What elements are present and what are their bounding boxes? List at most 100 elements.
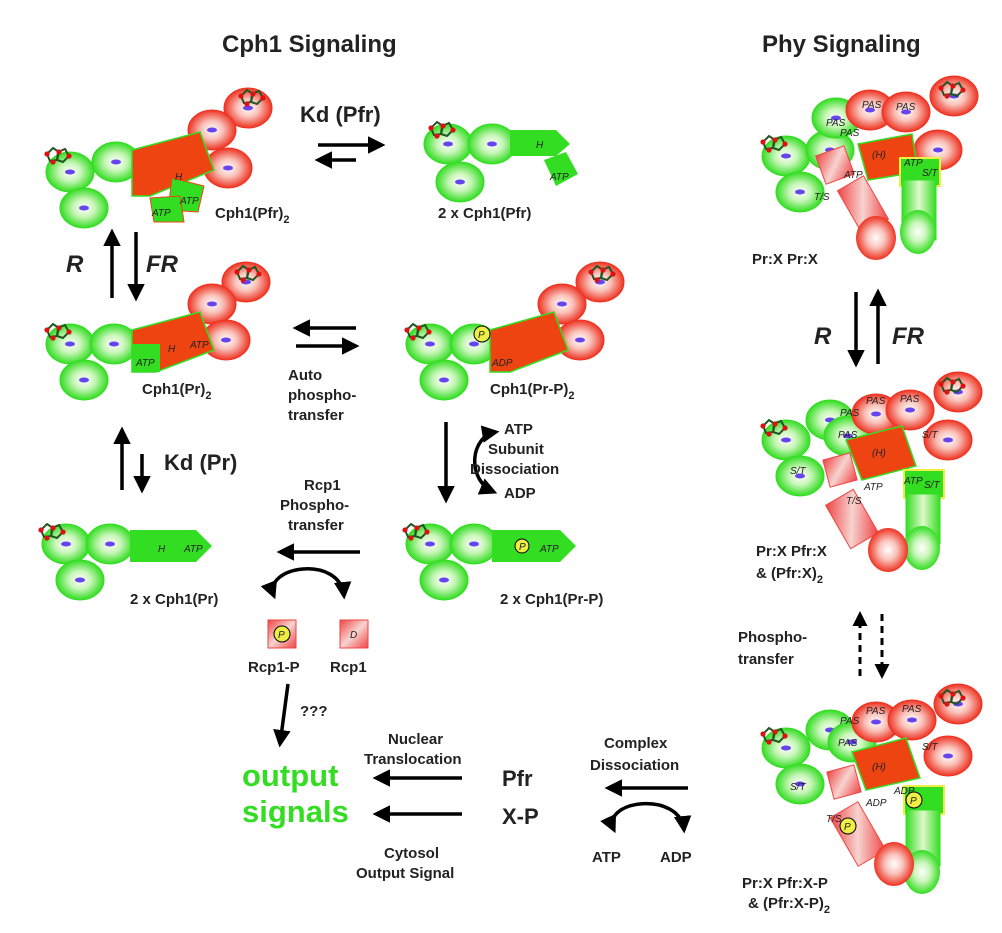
atp-label: ATP [183,544,203,555]
phy-far-red-label: FR [892,323,925,350]
output-xp: X-P [502,804,539,829]
h-label: H [168,344,176,355]
rcp1-illustration: D [339,619,369,649]
output-line2: signals [242,794,349,829]
cph1-pfr-monomer-illustration: H ATP [423,121,578,203]
pas-label: PAS [902,704,922,715]
pas-label: PAS [896,102,916,113]
dissociation-label: Dissociation [470,461,559,478]
atp-label: ATP [539,544,559,555]
st-label: S/T [922,742,938,753]
atp-label: ATP [549,172,569,183]
atp-label: ATP [135,358,155,369]
atp-label: ATP [179,196,199,207]
cph1-pfr-dimer-illustration: H ATP ATP [43,87,273,229]
pas-label: PAS [840,716,860,727]
st-label: S/T [924,480,940,491]
atp-label: ATP [843,170,863,181]
ts-label: T/S [826,814,842,825]
h-label: H [175,172,183,183]
output-signal-label: Output Signal [356,865,454,882]
pas-label: PAS [866,706,886,717]
phospho-p-label: P [478,330,485,341]
complex-dissoc-label: Dissociation [590,757,679,774]
auto-line3: transfer [288,407,344,424]
phy-prx-illustration: PAS PAS PAS PAS (H) ATP ATP S/T T/S [759,75,979,260]
cph1-prp-monomer-illustration: P ATP [401,523,576,601]
phy-red-label: R [814,323,832,350]
st-label: S/T [922,430,938,441]
phospho-line2: transfer [738,651,794,668]
phy-pfrx-line2: & (Pfr:X)2 [756,565,823,586]
phy-pfrx-illustration: PAS PAS PAS PAS (H) S/T S/T ATP ATP S/T … [759,371,983,572]
phy-prx-label: Pr:X Pr:X [752,251,818,268]
output-line1: output [242,758,338,793]
cph1-prp-dimer-illustration: P ADP [403,261,625,401]
rcp1-p-label: Rcp1-P [248,659,300,676]
st-label: S/T [922,168,938,179]
far-red-light-label: FR [146,251,179,278]
rcp1-d-label: D [350,630,357,641]
rcp1-line2: Phospho- [280,497,349,514]
st-label: S/T [790,466,806,477]
phospho-p-label: P [910,796,917,807]
cph1-title: Cph1 Signaling [222,31,397,58]
auto-line2: phospho- [288,387,356,404]
pas-label: PAS [900,394,920,405]
kd-pfr-label: Kd (Pfr) [300,102,381,127]
rcp1-line1: Rcp1 [304,477,341,494]
kd-pr-label: Kd (Pr) [164,450,237,475]
h-label: H [536,140,544,151]
phy-adp-label: ADP [660,849,692,866]
auto-line1: Auto [288,367,322,384]
st-label: S/T [790,782,806,793]
atp-label: ATP [151,208,171,219]
atp-label: ATP [189,340,209,351]
cph1-pr-monomer-illustration: H ATP [37,523,212,601]
phospho-p-label: P [519,542,526,553]
pas-label: PAS [826,118,846,129]
translocation-label: Translocation [364,751,462,768]
ts-label: T/S [814,192,830,203]
phy-atp-label: ATP [592,849,621,866]
phy-pfrx-line1: Pr:X Pfr:X [756,543,827,560]
rcp1-line3: transfer [288,517,344,534]
subunit-adp-label: ADP [504,485,536,502]
phy-pfrxp-illustration: PAS PAS PAS PAS (H) S/T S/T ADP ADP P P … [759,683,983,894]
cph1-pr-dimer-label: Cph1(Pr)2 [142,381,211,402]
cph1-prp-dimer-label: Cph1(Pr-P)2 [490,381,574,402]
pas-label: PAS [838,430,858,441]
rcp1-p-illustration: P [267,619,297,649]
atp-label: ATP [903,476,923,487]
adp-label: ADP [893,786,915,797]
subunit-label: Subunit [488,441,544,458]
complex-label: Complex [604,735,668,752]
pas-label: PAS [838,738,858,749]
phospho-line1: Phospho- [738,629,807,646]
pas-label: PAS [840,408,860,419]
atp-label: ATP [903,158,923,169]
subunit-atp-label: ATP [504,421,533,438]
pas-label: PAS [840,128,860,139]
output-pfr: Pfr [502,766,533,791]
red-light-label: R [66,251,84,278]
pas-label: PAS [862,100,882,111]
h-paren-label: (H) [872,448,886,459]
ts-label: T/S [846,496,862,507]
cytosol-label: Cytosol [384,845,439,862]
phy-title: Phy Signaling [762,31,921,58]
phy-pfrxp-line1: Pr:X Pfr:X-P [742,875,828,892]
pas-label: PAS [866,396,886,407]
h-paren-label: (H) [872,762,886,773]
adp-label: ADP [865,798,887,809]
nuclear-label: Nuclear [388,731,443,748]
cph1-pr-dimer-illustration: ATP H ATP [43,261,271,401]
cph1-pfr-monomer-label: 2 x Cph1(Pfr) [438,205,531,222]
atp-label: ATP [863,482,883,493]
phy-pfrxp-line2: & (Pfr:X-P)2 [748,895,830,916]
cph1-prp-monomer-label: 2 x Cph1(Pr-P) [500,591,603,608]
unknown-label: ??? [300,703,328,720]
rcp1-label: Rcp1 [330,659,367,676]
h-paren-label: (H) [872,150,886,161]
h-label: H [158,544,166,555]
